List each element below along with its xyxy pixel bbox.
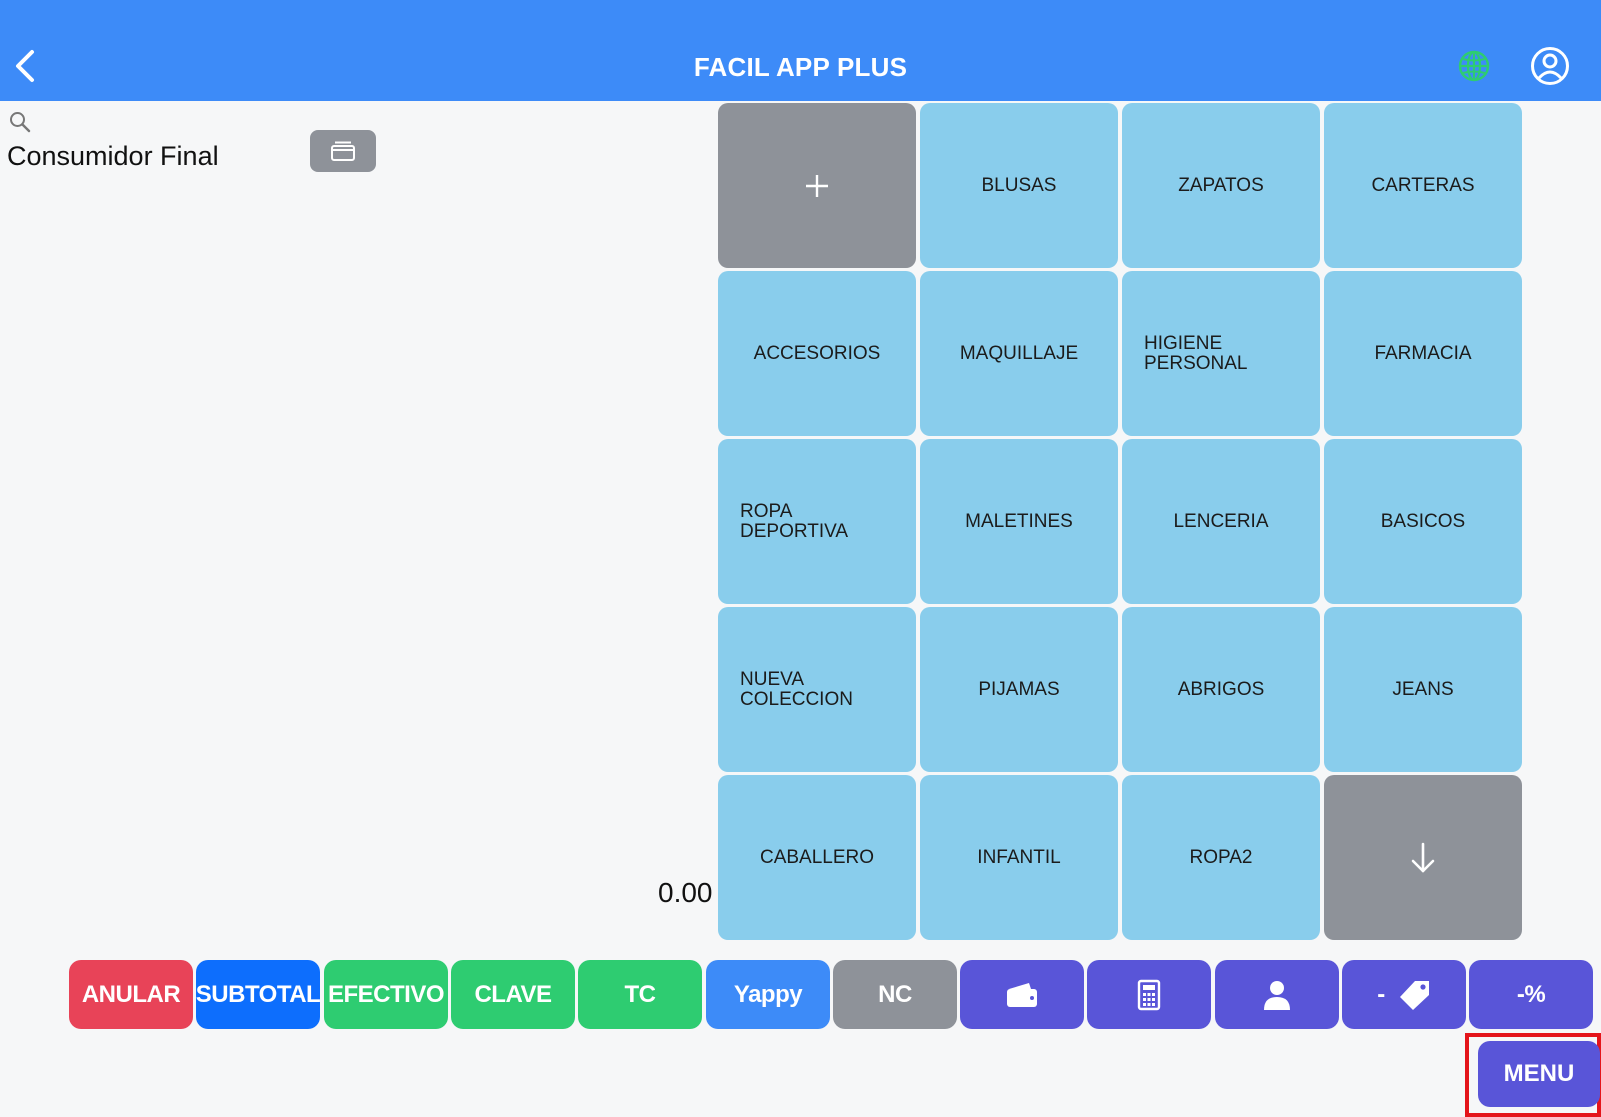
tile-label: INFANTIL — [977, 846, 1061, 868]
category-tile-higiene-personal[interactable]: HIGIENE PERSONAL — [1122, 271, 1320, 436]
category-tile-blusas[interactable]: BLUSAS — [920, 103, 1118, 268]
subtotal-button[interactable]: SUBTOTAL — [195, 960, 321, 1029]
category-tile-abrigos[interactable]: ABRIGOS — [1122, 607, 1320, 772]
tile-label: NUEVA COLECCION — [740, 668, 853, 710]
category-tile-ropa-deportiva[interactable]: ROPA DEPORTIVA — [718, 439, 916, 604]
customer-name[interactable]: Consumidor Final — [7, 141, 219, 171]
tile-label: LENCERIA — [1173, 510, 1269, 532]
tile-label: CARTERAS — [1371, 174, 1475, 196]
category-tile-nueva-coleccion[interactable]: NUEVA COLECCION — [718, 607, 916, 772]
tag-icon — [1399, 980, 1429, 1010]
back-button[interactable] — [10, 46, 40, 86]
action-label: ANULAR — [81, 980, 181, 1008]
calculator-button[interactable] — [1087, 960, 1211, 1029]
tile-label: ROPA DEPORTIVA — [740, 500, 849, 542]
scroll-down-button[interactable] — [1324, 775, 1522, 940]
tile-label: ABRIGOS — [1177, 678, 1265, 700]
tile-label: ROPA2 — [1189, 846, 1253, 868]
category-tile-jeans[interactable]: JEANS — [1324, 607, 1522, 772]
menu-button[interactable]: MENU — [1478, 1041, 1600, 1107]
discount-tag-button[interactable]: - — [1342, 960, 1466, 1029]
action-label: - — [1377, 980, 1385, 1008]
tile-label: PIJAMAS — [978, 678, 1060, 700]
category-tile-carteras[interactable]: CARTERAS — [1324, 103, 1522, 268]
category-tile-pijamas[interactable]: PIJAMAS — [920, 607, 1118, 772]
calculator-icon — [1137, 979, 1161, 1010]
wallet-button[interactable] — [960, 960, 1084, 1029]
category-tile-farmacia[interactable]: FARMACIA — [1324, 271, 1522, 436]
person-button[interactable] — [1215, 960, 1339, 1029]
category-tile-lenceria[interactable]: LENCERIA — [1122, 439, 1320, 604]
action-label: CLAVE — [474, 980, 552, 1008]
cash-drawer-button[interactable] — [310, 130, 376, 172]
tile-label: ZAPATOS — [1178, 174, 1264, 196]
category-tile-caballero[interactable]: CABALLERO — [718, 775, 916, 940]
category-tile-maquillaje[interactable]: MAQUILLAJE — [920, 271, 1118, 436]
plus-icon — [806, 174, 828, 197]
user-account-icon[interactable] — [1530, 46, 1570, 86]
nc-button[interactable]: NC — [833, 960, 957, 1029]
tile-label: ACCESORIOS — [753, 342, 881, 364]
efectivo-button[interactable]: EFECTIVO — [324, 960, 448, 1029]
category-tile-infantil[interactable]: INFANTIL — [920, 775, 1118, 940]
drawer-icon — [331, 141, 355, 161]
tile-label: BASICOS — [1380, 510, 1466, 532]
category-tile-zapatos[interactable]: ZAPATOS — [1122, 103, 1320, 268]
tile-label: MALETINES — [965, 510, 1073, 532]
globe-icon[interactable] — [1457, 49, 1491, 83]
arrow-down-icon — [1411, 842, 1435, 872]
category-tile-maletines[interactable]: MALETINES — [920, 439, 1118, 604]
person-icon — [1264, 980, 1290, 1010]
tile-label: HIGIENE PERSONAL — [1144, 332, 1248, 374]
action-label: SUBTOTAL — [195, 980, 321, 1008]
add-category-button[interactable] — [718, 103, 916, 268]
menu-highlight: MENU — [1465, 1033, 1601, 1117]
tile-label: JEANS — [1392, 678, 1454, 700]
category-tile-ropa2[interactable]: ROPA2 — [1122, 775, 1320, 940]
tc-button[interactable]: TC — [578, 960, 702, 1029]
action-label: TC — [624, 980, 657, 1008]
order-total: 0.00 — [658, 877, 713, 908]
wallet-icon — [1007, 982, 1037, 1007]
tile-label: BLUSAS — [981, 174, 1057, 196]
app-header: FACIL APP PLUS — [0, 0, 1601, 101]
action-label: NC — [878, 980, 912, 1008]
search-icon[interactable] — [8, 110, 32, 134]
action-label: Yappy — [733, 980, 803, 1008]
percent-discount-button[interactable]: -% — [1469, 960, 1593, 1029]
tile-label: CABALLERO — [759, 846, 875, 868]
app-title: FACIL APP PLUS — [693, 52, 908, 82]
category-tile-accesorios[interactable]: ACCESORIOS — [718, 271, 916, 436]
yappy-button[interactable]: Yappy — [706, 960, 830, 1029]
tile-label: MAQUILLAJE — [959, 342, 1079, 364]
category-grid: BLUSAS ZAPATOS CARTERAS ACCESORIOS MAQUILLAJ… — [718, 103, 1522, 940]
action-label: EFECTIVO — [327, 980, 445, 1008]
category-tile-basicos[interactable]: BASICOS — [1324, 439, 1522, 604]
anular-button[interactable]: ANULAR — [69, 960, 193, 1029]
chevron-left-icon — [16, 50, 34, 82]
tile-label: FARMACIA — [1374, 342, 1472, 364]
clave-button[interactable]: CLAVE — [451, 960, 575, 1029]
action-label: -% — [1516, 980, 1546, 1008]
